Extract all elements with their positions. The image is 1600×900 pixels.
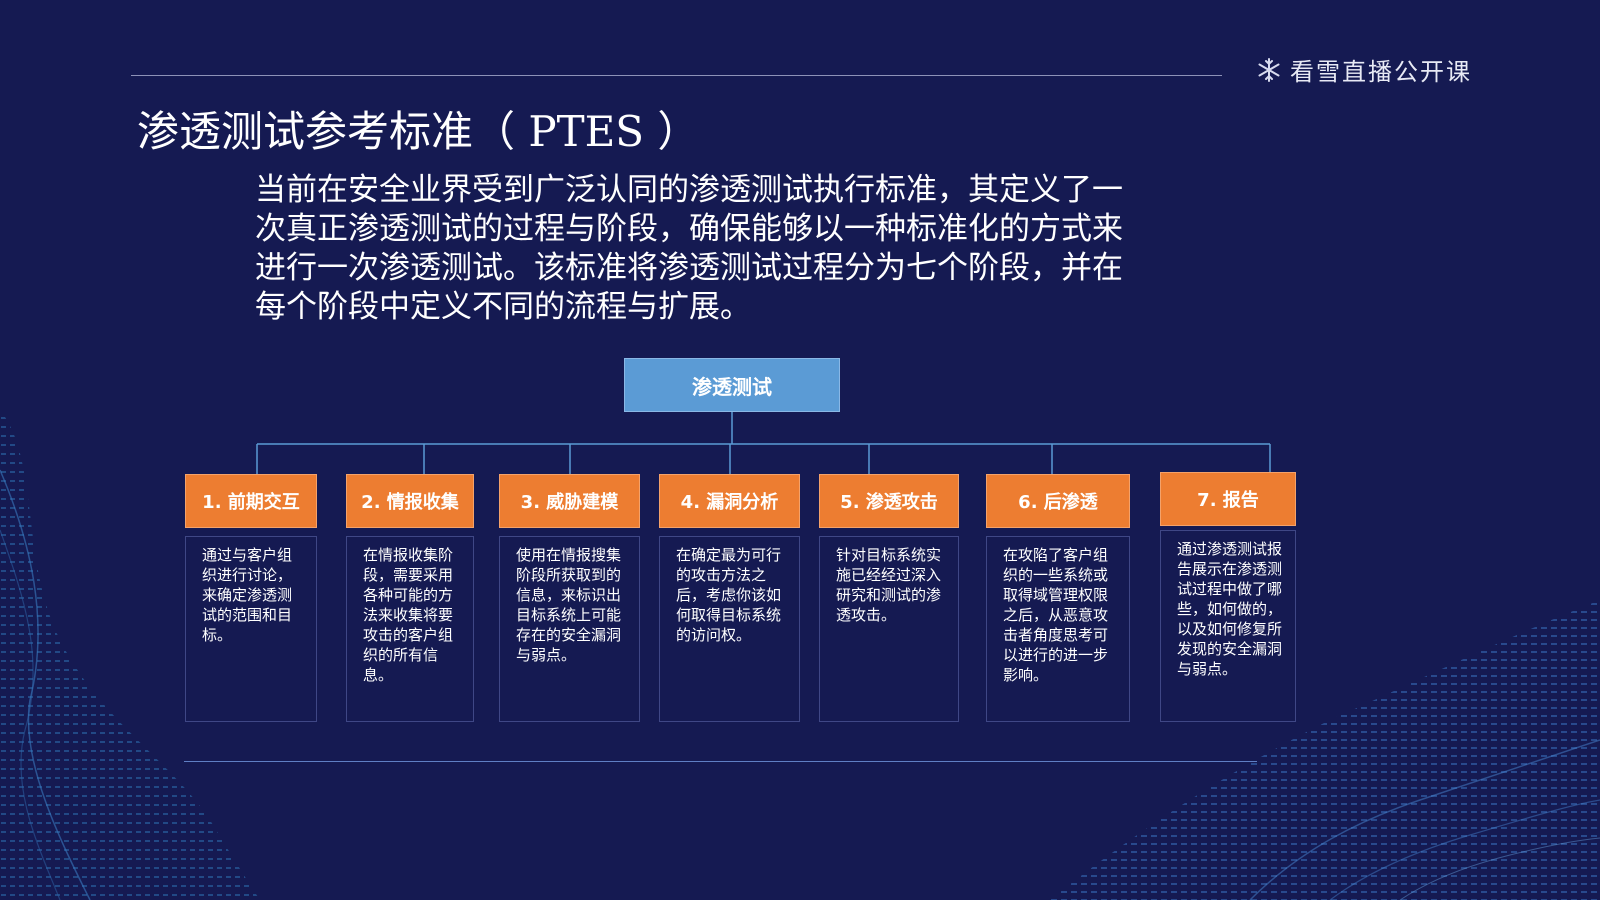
root-node-penetration-test: 渗透测试 bbox=[624, 358, 840, 412]
stage-header: 6. 后渗透 bbox=[986, 474, 1130, 528]
intro-line: 进行一次渗透测试。该标准将渗透测试过程分为七个阶段，并在 bbox=[255, 250, 1123, 286]
stage-header: 7. 报告 bbox=[1160, 472, 1296, 526]
stage-description: 在确定最为可行的攻击方法之后，考虑你该如何取得目标系统的访问权。 bbox=[659, 536, 800, 722]
brand-logo: 看雪直播公开课 bbox=[1256, 52, 1472, 87]
stage-description: 在攻陷了客户组织的一些系统或取得域管理权限之后，从恶意攻击者角度思考可以进行的进… bbox=[986, 536, 1130, 722]
stage-description: 通过渗透测试报告展示在渗透测试过程中做了哪些，如何做的，以及如何修复所发现的安全… bbox=[1160, 530, 1296, 722]
stage-header: 1. 前期交互 bbox=[185, 474, 317, 528]
intro-line: 次真正渗透测试的过程与阶段，确保能够以一种标准化的方式来 bbox=[255, 211, 1123, 247]
brand-name: 看雪直播公开课 bbox=[1290, 58, 1472, 86]
stage-description: 通过与客户组织进行讨论，来确定渗透测试的范围和目标。 bbox=[185, 536, 317, 722]
stage-description: 使用在情报搜集阶段所获取到的信息，来标识出目标系统上可能存在的安全漏洞与弱点。 bbox=[499, 536, 640, 722]
header-divider bbox=[131, 75, 1222, 76]
stage-header: 5. 渗透攻击 bbox=[819, 474, 959, 528]
footer-divider bbox=[184, 761, 1257, 762]
stage-header: 2. 情报收集 bbox=[346, 474, 474, 528]
snowflake-icon bbox=[1258, 57, 1280, 82]
intro-line: 当前在安全业界受到广泛认同的渗透测试执行标准，其定义了一 bbox=[255, 172, 1123, 208]
intro-paragraph: 当前在安全业界受到广泛认同的渗透测试执行标准，其定义了一 次真正渗透测试的过程与… bbox=[255, 171, 1200, 327]
intro-line: 每个阶段中定义不同的流程与扩展。 bbox=[255, 289, 751, 325]
stage-description: 在情报收集阶段，需要采用各种可能的方法来收集将要攻击的客户组织的所有信息。 bbox=[346, 536, 474, 722]
page-title: 渗透测试参考标准（ PTES ） bbox=[137, 107, 700, 156]
stage-description: 针对目标系统实施已经经过深入研究和测试的渗透攻击。 bbox=[819, 536, 959, 722]
stage-header: 4. 漏洞分析 bbox=[659, 474, 800, 528]
stage-header: 3. 威胁建模 bbox=[499, 474, 640, 528]
